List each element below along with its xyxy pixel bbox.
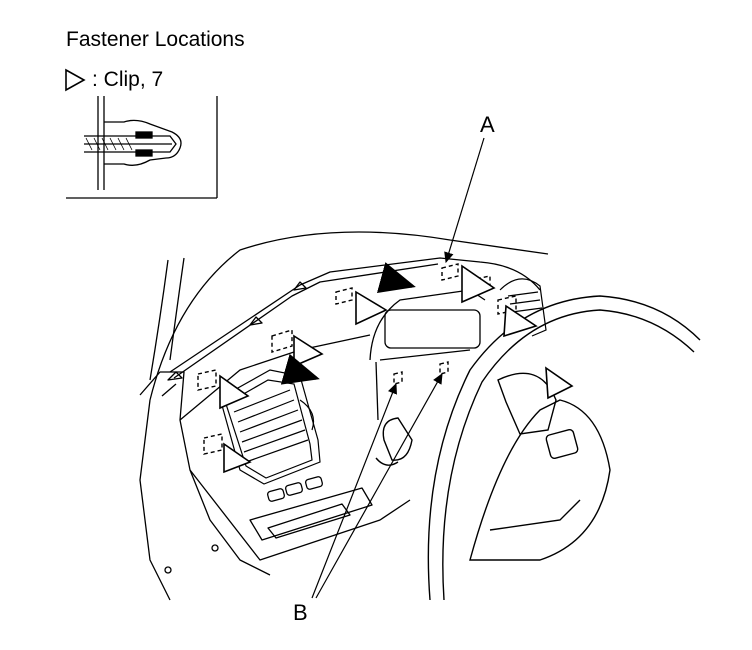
legend-label: : Clip, 7 xyxy=(92,68,164,91)
clip-detail-inset xyxy=(66,96,218,199)
triangle-clip-icon xyxy=(65,68,86,92)
center-air-vent xyxy=(219,369,321,485)
legend: : Clip, 7 xyxy=(64,68,163,92)
callout-leaders xyxy=(311,137,485,599)
callout-a-label: A xyxy=(480,112,495,137)
callout-b-label: B xyxy=(293,600,308,625)
removal-direction-arrows xyxy=(280,262,416,385)
diagram-title: Fastener Locations xyxy=(66,28,245,51)
right-air-vent xyxy=(499,278,547,337)
clip-triangle-markers xyxy=(219,264,574,474)
steering-wheel xyxy=(375,295,701,601)
